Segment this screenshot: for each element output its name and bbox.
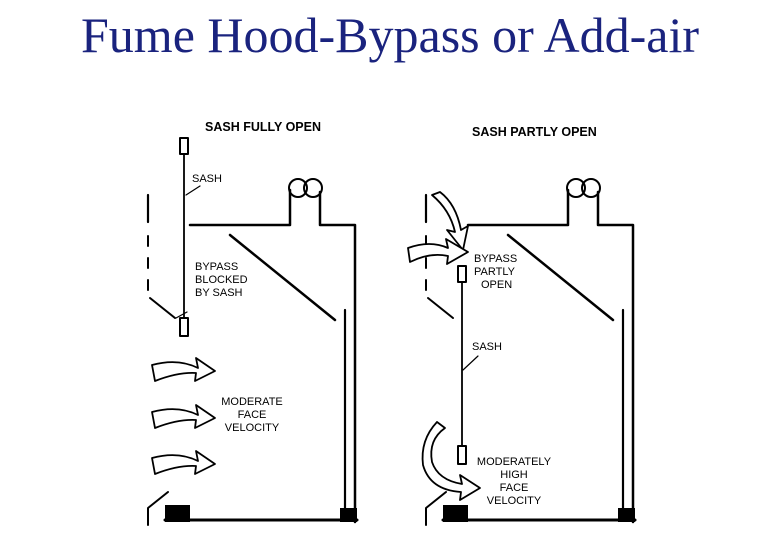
left-velocity-label-3: VELOCITY xyxy=(225,422,280,434)
right-velocity-label-2: HIGH xyxy=(500,469,528,481)
bypass-airflow-arrows xyxy=(407,191,469,265)
left-hood-panel: SASH FULLY OPEN SASH BYPASS BLOCKED BY S… xyxy=(146,120,359,527)
right-bypass-label-3: OPEN xyxy=(481,279,512,291)
left-bypass-label-1: BYPASS xyxy=(195,261,238,273)
left-sash-label: SASH xyxy=(192,173,222,185)
left-bypass-label-3: BY SASH xyxy=(195,287,243,299)
left-heading: SASH FULLY OPEN xyxy=(205,120,321,134)
slide-title: Fume Hood-Bypass or Add-air xyxy=(81,7,699,63)
right-velocity-label-4: VELOCITY xyxy=(487,495,542,507)
right-sash-label: SASH xyxy=(472,341,502,353)
airflow-arrows-left xyxy=(151,357,216,475)
right-hood-panel: SASH PARTLY OPEN BYPASS PARTLY OPEN SASH… xyxy=(407,125,637,527)
right-heading: SASH PARTLY OPEN xyxy=(472,125,597,139)
right-velocity-label-1: MODERATELY xyxy=(477,456,552,468)
face-airflow-arrow xyxy=(421,421,481,501)
left-velocity-label-2: FACE xyxy=(238,409,267,421)
right-bypass-label-1: BYPASS xyxy=(474,253,517,265)
right-velocity-label-3: FACE xyxy=(500,482,529,494)
left-bypass-label-2: BLOCKED xyxy=(195,274,248,286)
left-velocity-label-1: MODERATE xyxy=(221,396,283,408)
right-bypass-label-2: PARTLY xyxy=(474,266,516,278)
